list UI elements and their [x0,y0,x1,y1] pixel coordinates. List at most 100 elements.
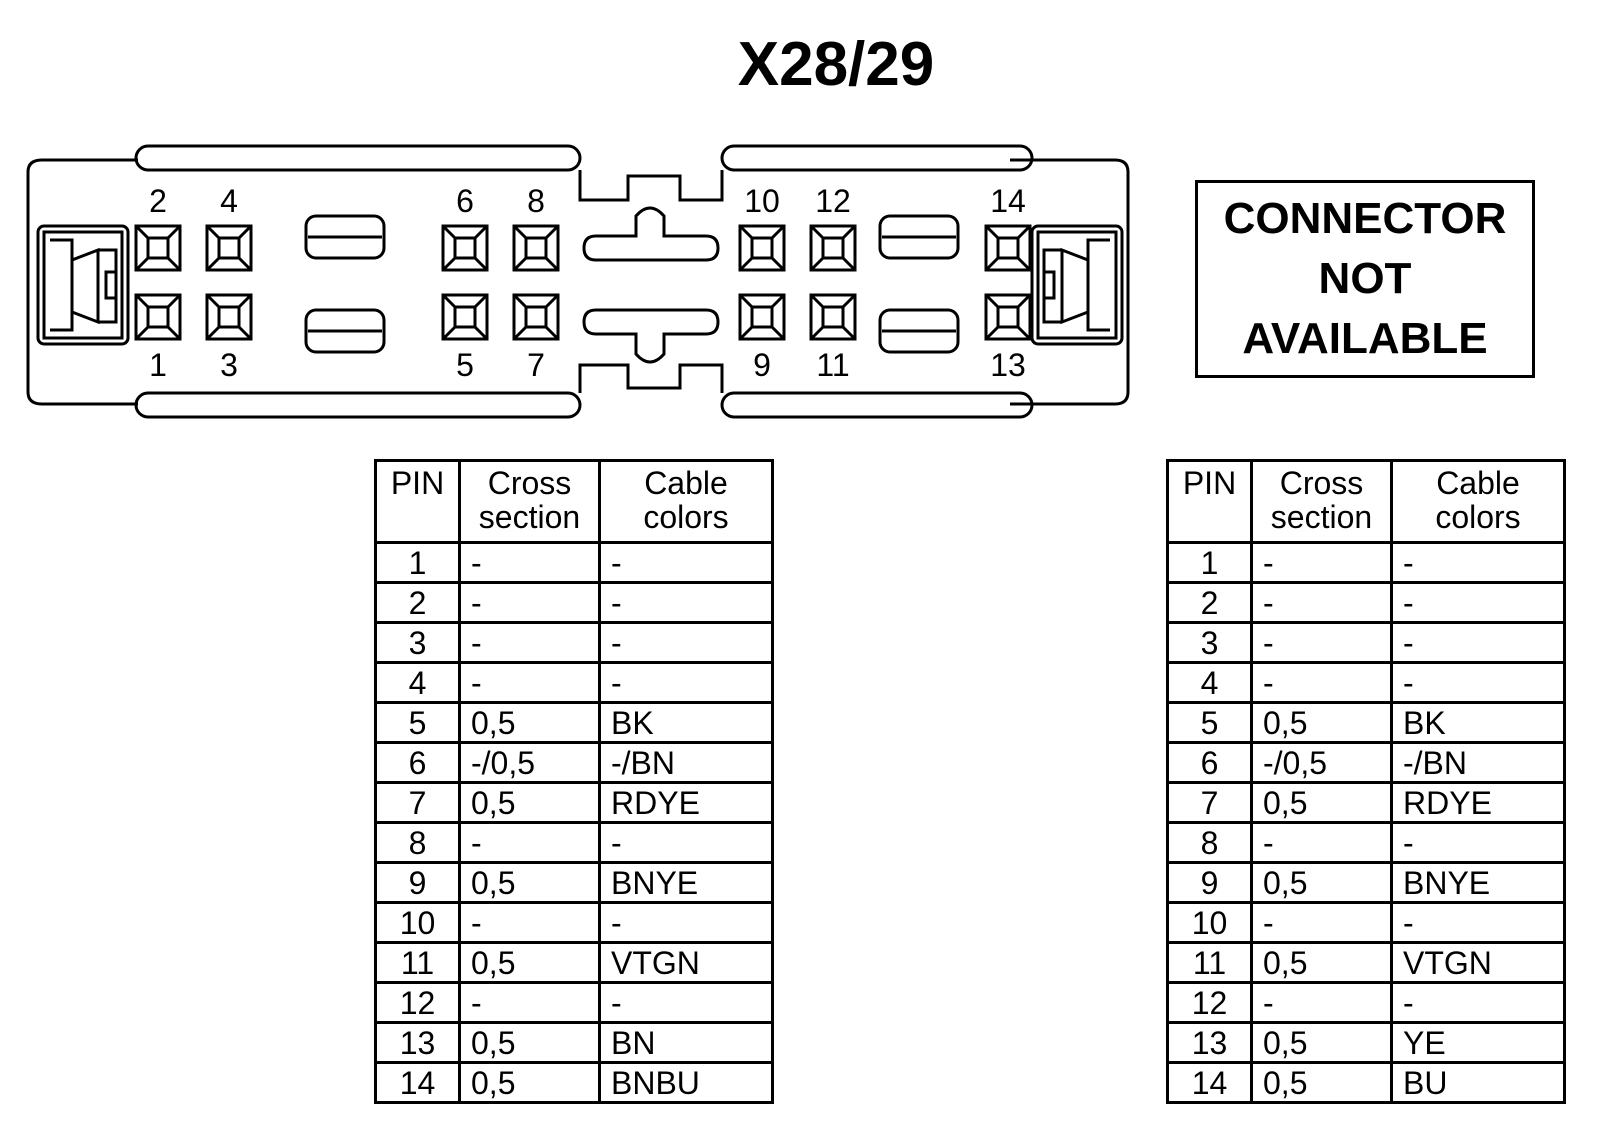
pin-number-label: 3 [220,347,238,383]
pin-number-cell: 3 [374,621,461,664]
table-header-cell: Cable colors [1390,459,1566,544]
pin-cavity [134,224,182,272]
cross-section-cell: 0,5 [458,861,601,904]
cable-color-cell: BNYE [1390,861,1566,904]
cable-color-cell: - [1390,981,1566,1024]
cross-section-cell: - [458,661,601,704]
table-row: 10-- [374,901,774,944]
cable-color-cell: - [1390,621,1566,664]
cable-color-cell: - [1390,581,1566,624]
cable-color-cell: - [598,581,774,624]
pin-cavity [512,224,560,272]
cross-section-cell: 0,5 [1250,1021,1393,1064]
table-row: 2-- [1166,581,1566,624]
pin-number-label: 11 [816,347,849,383]
cable-color-cell: BNYE [598,861,774,904]
right-latch [1030,224,1124,346]
cable-color-cell: -/BN [598,741,774,784]
pin-cavity [134,293,182,341]
cross-section-cell: 0,5 [1250,1061,1393,1104]
pin-number-cell: 11 [1166,941,1253,984]
cable-color-cell: VTGN [1390,941,1566,984]
key-top [582,206,720,262]
cable-color-cell: -/BN [1390,741,1566,784]
pin-number-label: 5 [456,347,474,383]
pin-number-cell: 10 [1166,901,1253,944]
cable-color-cell: - [598,821,774,864]
table-row: 2-- [374,581,774,624]
pin-cavity [738,224,786,272]
pin-number-cell: 14 [1166,1061,1253,1104]
pin-number-label: 13 [990,347,1026,383]
table-row: 12-- [374,981,774,1024]
pin-number-cell: 1 [374,541,461,584]
key-bottom [582,308,720,364]
left-latch [36,224,130,346]
blank-slot [304,308,386,354]
pin-number-cell: 12 [1166,981,1253,1024]
cross-section-cell: 0,5 [1250,861,1393,904]
cable-color-cell: BNBU [598,1061,774,1104]
connector-housing [26,158,1130,406]
pin-number-cell: 13 [374,1021,461,1064]
pin-number-cell: 7 [374,781,461,824]
table-row: 8-- [374,821,774,864]
blank-slot [878,308,960,354]
pin-number-label: 2 [149,183,167,219]
pin-number-cell: 4 [1166,661,1253,704]
table-row: 4-- [1166,661,1566,704]
table-row: 8-- [1166,821,1566,864]
cross-section-cell: - [1250,981,1393,1024]
pin-number-cell: 13 [1166,1021,1253,1064]
table-header-cell: Cable colors [598,459,774,544]
top-rail-right [720,144,1034,172]
table-row: 4-- [374,661,774,704]
cable-color-cell: RDYE [1390,781,1566,824]
connector-not-available-box: CONNECTOR NOT AVAILABLE [1195,180,1535,378]
cross-section-cell: 0,5 [458,701,601,744]
pin-cavity [512,293,560,341]
table-header-cell: PIN [374,459,461,544]
cross-section-cell: - [1250,901,1393,944]
pin-number-label: 6 [456,183,474,219]
cross-section-cell: -/0,5 [1250,741,1393,784]
center-notch-top [578,170,724,202]
pin-number-cell: 1 [1166,541,1253,584]
cross-section-cell: - [1250,661,1393,704]
table-header-cell: PIN [1166,459,1253,544]
pin-number-cell: 3 [1166,621,1253,664]
center-notch-bottom [578,363,724,393]
pin-number-cell: 6 [374,741,461,784]
cable-color-cell: - [598,981,774,1024]
pin-cavity [809,293,857,341]
pin-number-label: 14 [990,183,1026,219]
pin-cavity [984,224,1032,272]
blank-slot [878,214,960,260]
cross-section-cell: - [458,981,601,1024]
table-row: 10-- [1166,901,1566,944]
pin-number-cell: 9 [1166,861,1253,904]
cross-section-cell: 0,5 [458,1021,601,1064]
table-row: 6-/0,5-/BN [1166,741,1566,784]
pin-number-cell: 2 [1166,581,1253,624]
cross-section-cell: - [458,901,601,944]
pin-cavity [441,293,489,341]
pin-number-cell: 10 [374,901,461,944]
pin-number-cell: 5 [374,701,461,744]
cross-section-cell: 0,5 [458,941,601,984]
table-row: 3-- [1166,621,1566,664]
pin-number-cell: 2 [374,581,461,624]
cable-color-cell: - [598,541,774,584]
pin-number-label: 4 [220,183,238,219]
pin-cavity [809,224,857,272]
connector-not-available-text: CONNECTOR NOT AVAILABLE [1224,189,1507,369]
pin-number-label: 9 [753,347,771,383]
pin-number-cell: 8 [1166,821,1253,864]
